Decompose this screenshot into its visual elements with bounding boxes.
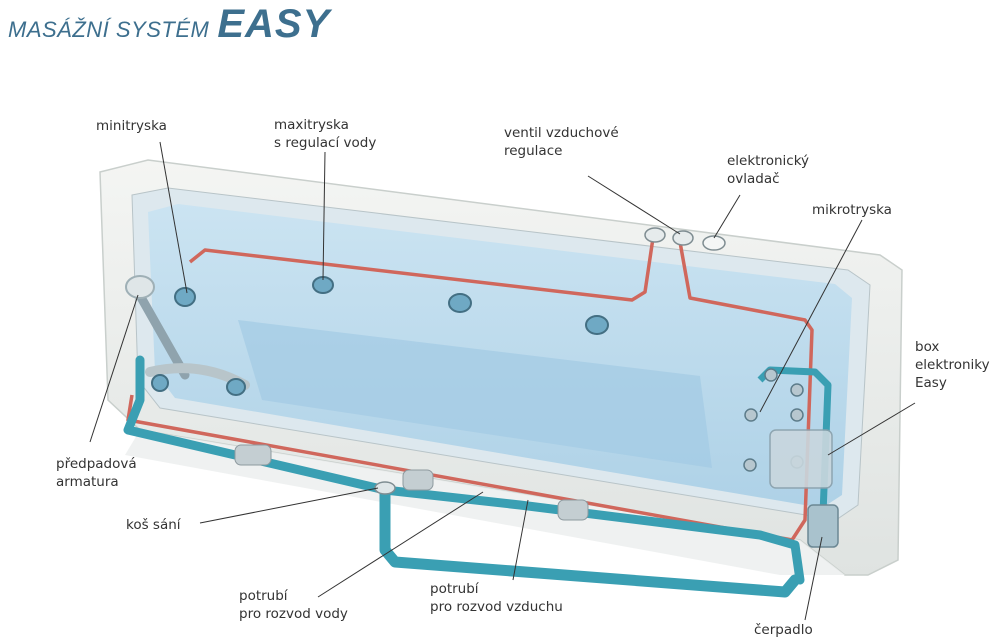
- jet-minitryska: [174, 287, 196, 307]
- tub-feet: [234, 444, 589, 521]
- water-pipe: [123, 355, 805, 585]
- jet-maxi-3: [585, 315, 609, 335]
- leader-mikrotryska: [759, 219, 863, 413]
- leader-maxitryska: [322, 151, 326, 281]
- overflow-cap: [125, 275, 155, 299]
- air-valve-2: [672, 230, 694, 246]
- leader-armatura: [89, 294, 139, 443]
- label-maxitryska: maxitryska s regulací vody: [274, 117, 377, 151]
- electronic-controller: [702, 235, 726, 251]
- leader-ovladac: [713, 194, 741, 239]
- label-potrubi-voda: potrubí pro rozvod vody: [239, 588, 348, 622]
- label-elektronicky-ovladac: elektronický ovladač: [727, 153, 810, 187]
- tub-floor: [238, 320, 712, 468]
- jet-side-1: [151, 374, 169, 392]
- label-kos-sani: koš sání: [126, 517, 181, 533]
- page-title: MASÁŽNÍ SYSTÉM EASY: [8, 2, 330, 47]
- micro-jets: [743, 368, 804, 472]
- air-pipe: [188, 237, 655, 302]
- leader-kos: [199, 487, 379, 524]
- overflow-pipe: [133, 287, 190, 380]
- jet-side-2: [226, 378, 246, 396]
- label-predpadova-armatura: předpadová armatura: [56, 456, 137, 490]
- air-pipe-right: [126, 241, 814, 542]
- leader-potrubi-vzduch: [512, 499, 529, 581]
- leader-box: [827, 402, 916, 456]
- pump: [807, 504, 839, 548]
- jet-maxi-2: [448, 293, 472, 313]
- leader-ventil: [587, 175, 681, 235]
- jets: [151, 276, 609, 396]
- leader-minitryska: [159, 141, 188, 294]
- label-ventil-vzduchove-regulace: ventil vzduchové regulace: [504, 125, 619, 159]
- leader-cerpadlo: [804, 536, 823, 621]
- label-potrubi-vzduch: potrubí pro rozvod vzduchu: [430, 581, 563, 615]
- suction-basket: [374, 481, 396, 495]
- label-box-elektroniky: box elektroniky Easy: [915, 339, 990, 391]
- rim-controls: [644, 227, 726, 251]
- electronics-box: [769, 429, 833, 489]
- air-valve-1: [644, 227, 666, 243]
- label-minitryska: minitryska: [96, 118, 167, 134]
- leader-lines: [89, 141, 916, 621]
- water-pipe-loop: [379, 484, 801, 598]
- title-brand: EASY: [217, 2, 331, 46]
- label-mikrotryska: mikrotryska: [812, 202, 892, 218]
- title-prefix: MASÁŽNÍ SYSTÉM: [8, 17, 210, 42]
- leader-potrubi-voda: [317, 491, 484, 598]
- label-cerpadlo: čerpadlo: [754, 622, 813, 638]
